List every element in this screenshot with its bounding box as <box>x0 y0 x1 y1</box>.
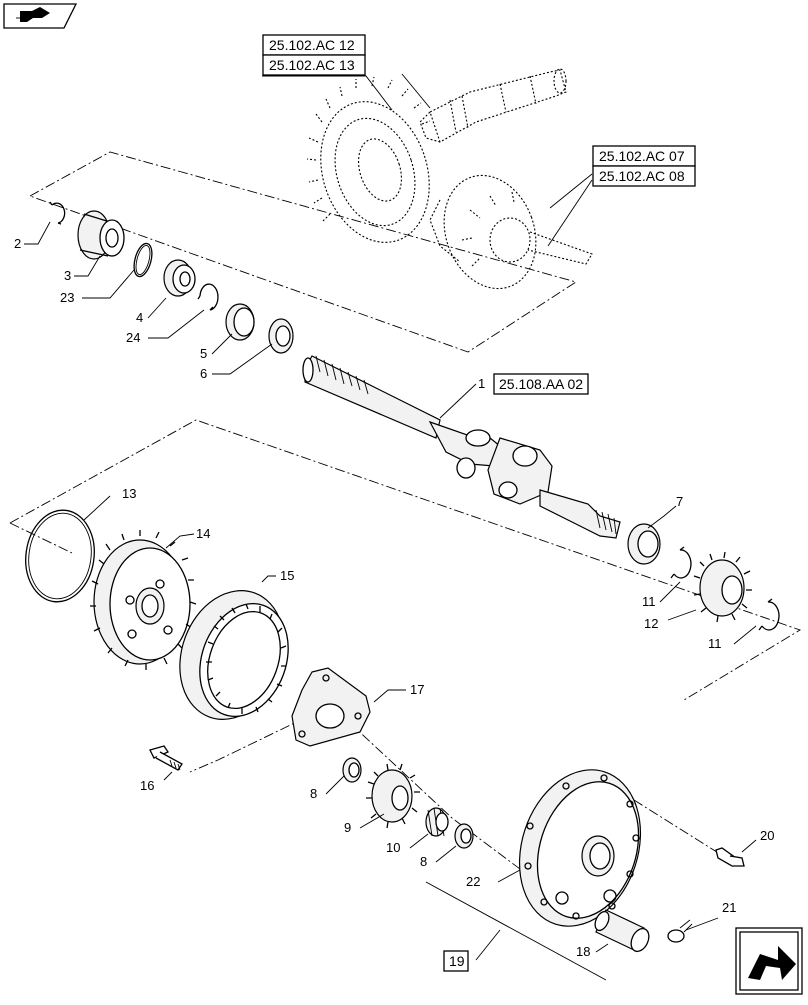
callout-15: 15 <box>280 568 294 583</box>
callout-11-outer: 11 <box>708 636 722 651</box>
next-page-arrow-icon[interactable] <box>735 927 803 995</box>
ref-label-25-102-ac-13[interactable]: 25.102.AC 13 <box>269 57 355 73</box>
reference-box-ring-pinion[interactable]: 25.102.AC 12 25.102.AC 13 <box>262 34 366 76</box>
callout-24: 24 <box>126 330 140 345</box>
part-22-wheel-hub[interactable] <box>500 754 660 942</box>
part-5-seal[interactable] <box>225 303 255 341</box>
callout-1: 1 <box>478 376 485 391</box>
callout-16: 16 <box>140 778 154 793</box>
part-3-bushing[interactable] <box>77 210 125 260</box>
callout-3: 3 <box>64 268 71 283</box>
part-8-washer-upper[interactable] <box>342 757 362 783</box>
reference-link-icon[interactable] <box>3 3 78 29</box>
ref-label-25-108-aa-02[interactable]: 25.108.AA 02 <box>499 376 583 392</box>
part-1-axle-shaft[interactable] <box>302 355 621 539</box>
part-21-screw[interactable] <box>667 919 693 943</box>
reference-box-shaft[interactable]: 25.108.AA 02 <box>493 373 589 395</box>
part-24-snap-ring[interactable] <box>197 283 219 311</box>
callout-21: 21 <box>722 900 736 915</box>
callout-2: 2 <box>14 236 21 251</box>
callout-8-lower: 8 <box>420 854 427 869</box>
part-4-bearing[interactable] <box>163 259 196 297</box>
callout-4: 4 <box>136 310 143 325</box>
ref-label-25-102-ac-08[interactable]: 25.102.AC 08 <box>599 168 685 184</box>
part-17-thrust-plate[interactable] <box>291 667 371 747</box>
part-9-planet-gear[interactable] <box>366 763 420 829</box>
part-2-snap-ring[interactable] <box>49 201 66 225</box>
assembly-boundary-upper <box>29 151 578 353</box>
callout-8-upper: 8 <box>310 786 317 801</box>
callout-11-inner: 11 <box>642 594 656 609</box>
callout-18: 18 <box>576 944 590 959</box>
part-11-snap-ring-outer[interactable] <box>758 598 780 631</box>
callout-14: 14 <box>196 526 210 541</box>
callout-17: 17 <box>410 682 424 697</box>
callout-5: 5 <box>200 346 207 361</box>
part-16-bolt[interactable] <box>149 745 183 771</box>
part-13-o-ring[interactable] <box>20 506 100 607</box>
part-15-ring-gear[interactable] <box>162 576 303 734</box>
ref-label-25-102-ac-07[interactable]: 25.102.AC 07 <box>599 148 685 164</box>
part-6-washer[interactable] <box>268 318 294 354</box>
callout-7: 7 <box>676 494 683 509</box>
part-12-sun-gear[interactable] <box>693 551 752 623</box>
callout-20: 20 <box>760 828 774 843</box>
ring-gear-reference <box>306 76 431 243</box>
ref-label-25-102-ac-12[interactable]: 25.102.AC 12 <box>269 37 355 53</box>
callout-labels: 2 3 23 4 24 5 6 1 7 11 12 11 13 14 15 17… <box>14 236 774 959</box>
callout-10: 10 <box>386 840 400 855</box>
part-8-washer-lower[interactable] <box>454 823 474 849</box>
part-7-seal[interactable] <box>627 523 661 565</box>
callout-6: 6 <box>200 366 207 381</box>
callout-22: 22 <box>466 874 480 889</box>
part-14-planet-carrier[interactable] <box>90 530 197 670</box>
reference-box-differential[interactable]: 25.102.AC 07 25.102.AC 08 <box>592 145 696 187</box>
reference-box-kit[interactable]: 19 <box>443 950 469 972</box>
callout-23: 23 <box>60 290 74 305</box>
callout-12: 12 <box>644 616 658 631</box>
differential-reference <box>429 174 593 290</box>
kit-label-19[interactable]: 19 <box>449 953 465 969</box>
part-10-needle-bearing[interactable] <box>425 807 449 837</box>
part-23-o-ring[interactable] <box>131 242 155 279</box>
callout-13: 13 <box>122 486 136 501</box>
part-20-bolt[interactable] <box>715 847 745 867</box>
pinion-shaft-reference <box>419 68 567 143</box>
leader-lines <box>24 73 757 981</box>
callout-9: 9 <box>344 820 351 835</box>
part-11-snap-ring-inner[interactable] <box>670 546 692 579</box>
part-18-pin[interactable] <box>592 909 652 954</box>
